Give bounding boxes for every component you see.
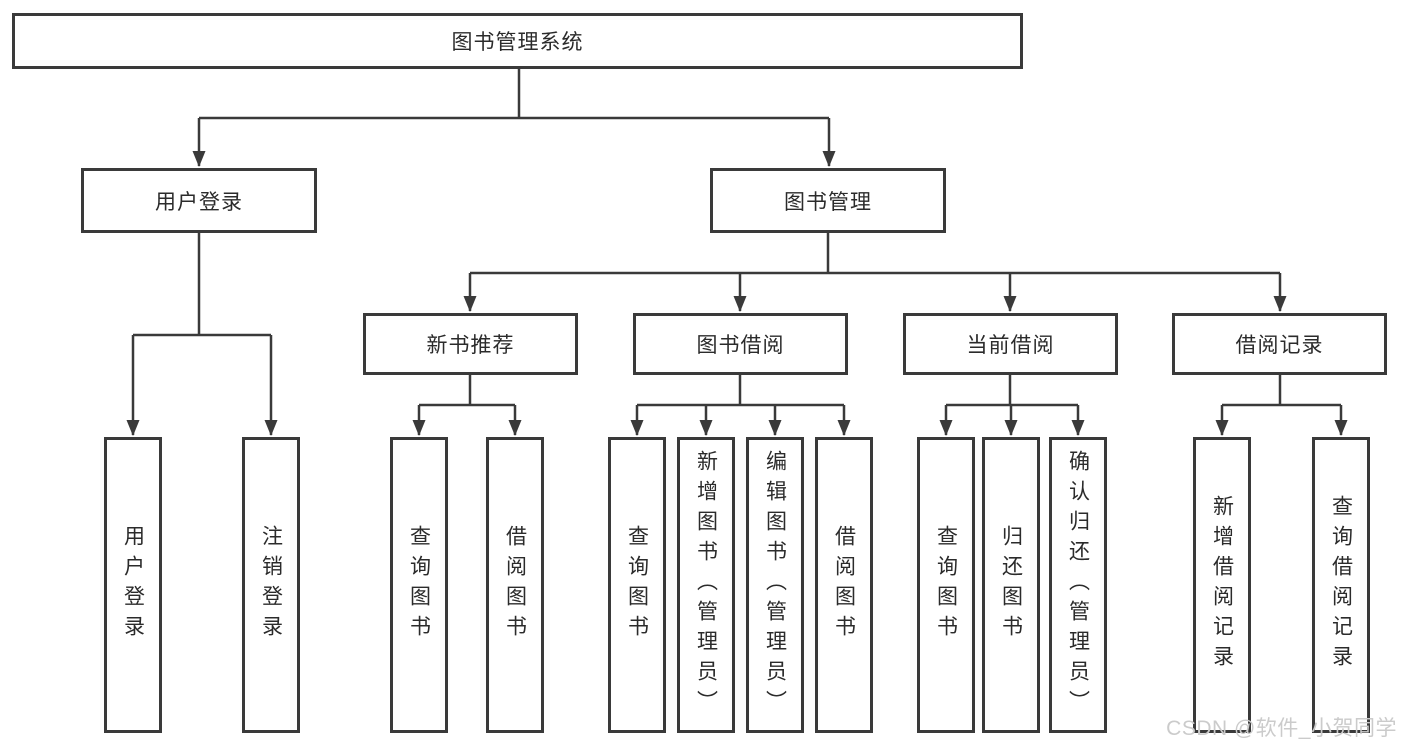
leaf-query-borrow-record: 查询借阅记录 bbox=[1312, 437, 1370, 733]
node-borrowing-records: 借阅记录 bbox=[1172, 313, 1387, 375]
leaf-query-books-borrow: 查询图书 bbox=[608, 437, 666, 733]
watermark: CSDN @软件_小贺同学 bbox=[1166, 717, 1397, 740]
node-new-book-recommend: 新书推荐 bbox=[363, 313, 578, 375]
leaf-logout: 注销登录 bbox=[242, 437, 300, 733]
leaf-borrow-books-rec: 借阅图书 bbox=[486, 437, 544, 733]
leaf-confirm-return-admin: 确认归还（管理员） bbox=[1049, 437, 1107, 733]
leaf-query-books-current: 查询图书 bbox=[917, 437, 975, 733]
leaf-return-books: 归还图书 bbox=[982, 437, 1040, 733]
leaf-edit-books-admin: 编辑图书（管理员） bbox=[746, 437, 804, 733]
leaf-add-books-admin: 新增图书（管理员） bbox=[677, 437, 735, 733]
node-current-borrowing: 当前借阅 bbox=[903, 313, 1118, 375]
leaf-user-login: 用户登录 bbox=[104, 437, 162, 733]
node-book-management: 图书管理 bbox=[710, 168, 946, 233]
leaf-add-borrow-record: 新增借阅记录 bbox=[1193, 437, 1251, 733]
node-user-login: 用户登录 bbox=[81, 168, 317, 233]
leaf-borrow-books: 借阅图书 bbox=[815, 437, 873, 733]
leaf-query-books-rec: 查询图书 bbox=[390, 437, 448, 733]
node-root: 图书管理系统 bbox=[12, 13, 1023, 69]
node-book-borrowing: 图书借阅 bbox=[633, 313, 848, 375]
